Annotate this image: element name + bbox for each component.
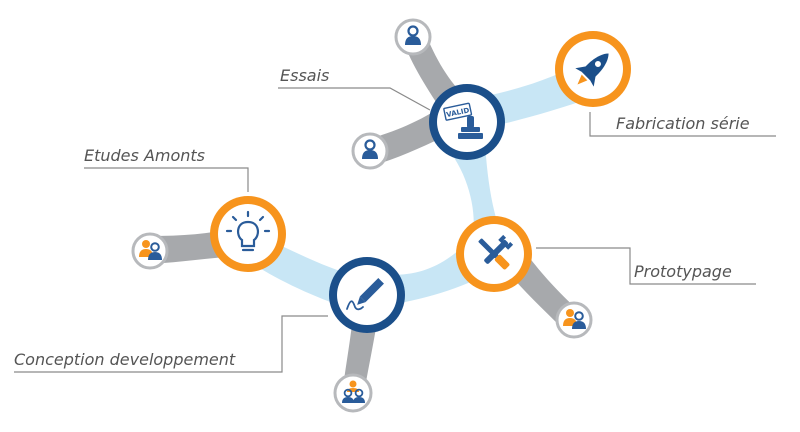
people-badge-conception: [333, 373, 373, 413]
leader-etudes: [84, 167, 249, 192]
leader-essais: [278, 87, 431, 111]
node-essais: VALID: [429, 84, 505, 160]
pen-icon: [346, 278, 384, 311]
leader-conception: [14, 315, 328, 373]
tools-icon: [478, 234, 514, 270]
node-fabrication: [555, 31, 631, 107]
label-essais: Essais: [280, 66, 330, 85]
leader-prototypage: [536, 247, 756, 285]
connector-network: [244, 60, 596, 308]
people-badge-prototypage: [555, 301, 593, 339]
leader-lines: [14, 87, 776, 373]
label-etudes: Etudes Amonts: [84, 146, 206, 165]
label-conception: Conception developpement: [14, 350, 236, 369]
people-badge-essais-bottom: [351, 132, 389, 170]
rocket-icon: [575, 53, 609, 87]
label-prototypage: Prototypage: [634, 262, 732, 281]
node-etudes: [210, 196, 286, 272]
people-badge-etudes: [131, 232, 169, 270]
people-badge-essais-top: [394, 18, 432, 56]
stamp-icon: VALID: [443, 102, 483, 139]
lightbulb-icon: [225, 210, 271, 252]
leader-fabrication: [589, 112, 776, 137]
node-conception: [329, 257, 405, 333]
label-fabrication: Fabrication série: [616, 114, 750, 133]
node-prototypage: [456, 216, 532, 292]
